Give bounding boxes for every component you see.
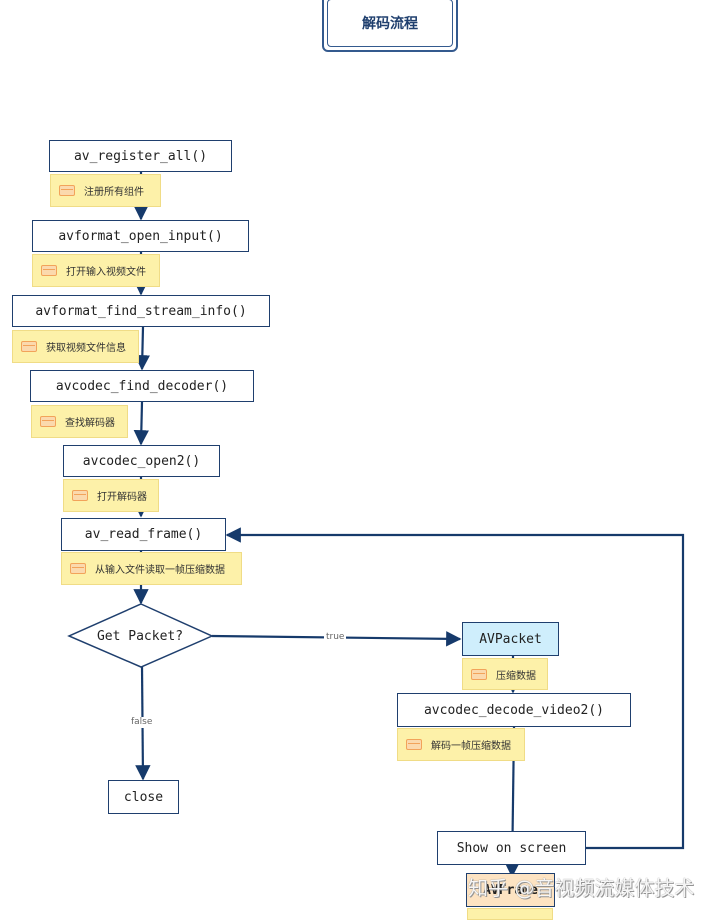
note-avpacket: 压缩数据 [462, 658, 548, 690]
note-icon [59, 185, 75, 196]
note-find-stream-info: 获取视频文件信息 [12, 330, 139, 363]
decision-label: Get Packet? [97, 629, 183, 644]
note-decode-video2: 解码一帧压缩数据 [397, 728, 525, 761]
node-show-on-screen: Show on screen [437, 831, 586, 865]
node-avpacket: AVPacket [462, 622, 559, 656]
note-icon [406, 739, 422, 750]
note-open-input-text: 打开输入视频文件 [66, 267, 146, 278]
edge-loop-back [225, 527, 685, 850]
node-av-register-all: av_register_all() [49, 140, 232, 172]
edge-stream-info-find-decoder [134, 326, 151, 371]
title-box: 解码流程 [322, 0, 458, 52]
note-find-decoder: 查找解码器 [31, 405, 128, 438]
note-open-input: 打开输入视频文件 [32, 254, 160, 287]
note-register: 注册所有组件 [50, 174, 161, 207]
edge-label-false: false [129, 717, 155, 728]
note-icon [70, 563, 86, 574]
node-avformat-open-input: avformat_open_input() [32, 220, 249, 252]
node-avformat-find-stream-info: avformat_find_stream_info() [12, 295, 270, 327]
note-avframe-partial [467, 908, 553, 920]
node-av-read-frame: av_read_frame() [61, 518, 226, 551]
edge-find-decoder-open2 [133, 401, 150, 446]
note-read-frame-text: 从输入文件读取一帧压缩数据 [95, 565, 225, 576]
node-avcodec-open2: avcodec_open2() [63, 445, 220, 477]
edge-label-true: true [324, 632, 347, 643]
note-read-frame: 从输入文件读取一帧压缩数据 [61, 552, 242, 585]
note-icon [21, 341, 37, 352]
decision-diamond [67, 603, 214, 668]
node-avframe: AVFrame [466, 873, 555, 907]
node-avcodec-find-decoder: avcodec_find_decoder() [30, 370, 254, 402]
note-icon [40, 416, 56, 427]
note-icon [41, 265, 57, 276]
note-decode-video2-text: 解码一帧压缩数据 [431, 741, 511, 752]
note-find-stream-info-text: 获取视频文件信息 [46, 343, 126, 354]
note-icon [471, 668, 487, 680]
diagram-title: 解码流程 [327, 0, 453, 47]
note-register-text: 注册所有组件 [84, 187, 144, 198]
note-find-decoder-text: 查找解码器 [65, 418, 115, 429]
note-avpacket-text: 压缩数据 [496, 670, 536, 682]
note-open2: 打开解码器 [63, 479, 159, 512]
node-close: close [108, 780, 179, 814]
node-avcodec-decode-video2: avcodec_decode_video2() [397, 693, 631, 727]
note-icon [72, 490, 88, 501]
note-open2-text: 打开解码器 [97, 492, 147, 503]
